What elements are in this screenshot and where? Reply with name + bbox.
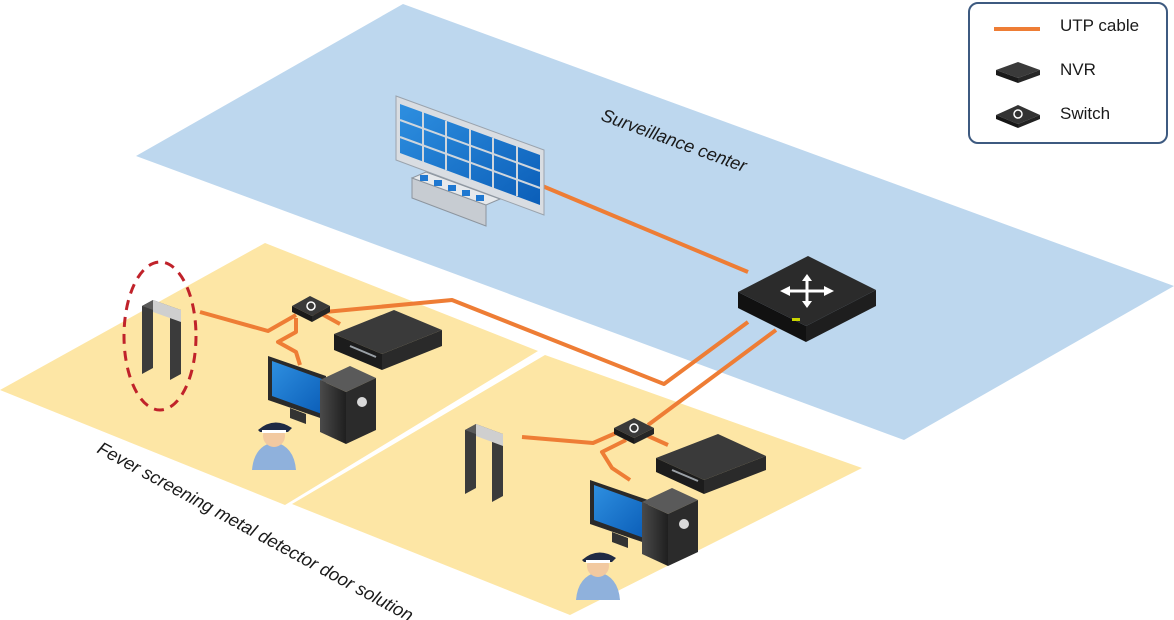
- switch-icon: [996, 105, 1040, 128]
- cable-switch-a-to-pc-a: [276, 318, 302, 366]
- legend-label: NVR: [1060, 60, 1096, 79]
- video-wall: [395, 95, 545, 227]
- workstation-a: [268, 356, 376, 444]
- legend-item-nvr: NVR: [970, 52, 1166, 86]
- operator-a: [252, 422, 296, 470]
- legend-item-switch: Switch: [970, 96, 1166, 130]
- screening-zone-b-floor: [292, 355, 862, 615]
- legend-label: UTP cable: [1060, 16, 1140, 35]
- utp-cables: [199, 183, 778, 482]
- core-switch: [738, 256, 876, 342]
- cable-switch-b-to-nvr-b: [647, 434, 669, 447]
- cable-switch-b-to-pc-b: [600, 438, 632, 482]
- cable-videowall-to-core-switch: [539, 183, 749, 274]
- nvr-icon: [996, 62, 1040, 83]
- highlight-circle: [122, 260, 198, 412]
- cable-core-switch-to-switch-a: [313, 298, 750, 386]
- access-switch-b: [614, 418, 654, 444]
- utp-cable-icon: [994, 27, 1040, 31]
- legend: UTP cable NVR Switch: [968, 2, 1168, 144]
- workstation-b: [590, 480, 698, 566]
- nvr-b: [656, 434, 766, 494]
- legend-item-utp-cable: UTP cable: [970, 8, 1166, 42]
- access-switch-a: [292, 296, 330, 322]
- metal-detector-door-b: [465, 424, 503, 502]
- metal-detector-door-a: [142, 300, 181, 380]
- cable-switch-a-to-detector-a: [199, 310, 297, 333]
- cable-core-switch-to-switch-b: [646, 328, 778, 427]
- legend-label: Switch: [1060, 104, 1111, 123]
- nvr-a: [334, 310, 442, 370]
- cable-switch-b-to-detector-b: [521, 431, 617, 445]
- operator-b: [576, 552, 620, 600]
